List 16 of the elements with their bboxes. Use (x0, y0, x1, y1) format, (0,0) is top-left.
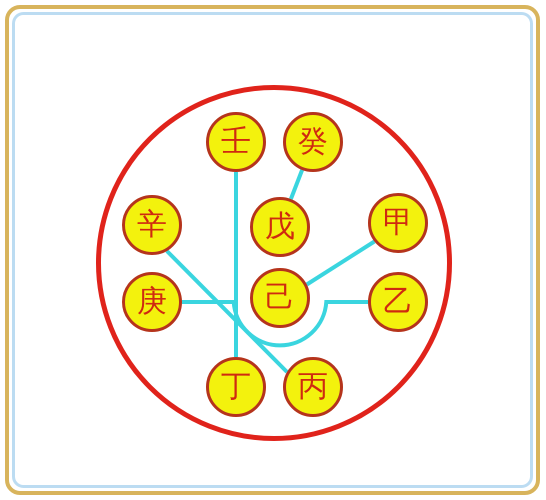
stem-circle: 甲 (368, 193, 428, 253)
outer-circle (96, 85, 452, 441)
connector-line (182, 300, 368, 348)
stem-circle: 戊 (250, 197, 310, 257)
stem-circle: 丙 (283, 357, 343, 417)
connector-line (306, 240, 376, 286)
stem-circle: 己 (250, 268, 310, 328)
stem-circle: 乙 (368, 272, 428, 332)
stem-circle: 庚 (122, 272, 182, 332)
connector-line (165, 250, 288, 374)
stem-circle: 辛 (122, 195, 182, 255)
stem-circle: 壬 (206, 112, 266, 172)
connector-line (289, 169, 304, 200)
stem-circle: 丁 (206, 357, 266, 417)
stem-circle: 癸 (283, 112, 343, 172)
connector-line (234, 172, 238, 357)
